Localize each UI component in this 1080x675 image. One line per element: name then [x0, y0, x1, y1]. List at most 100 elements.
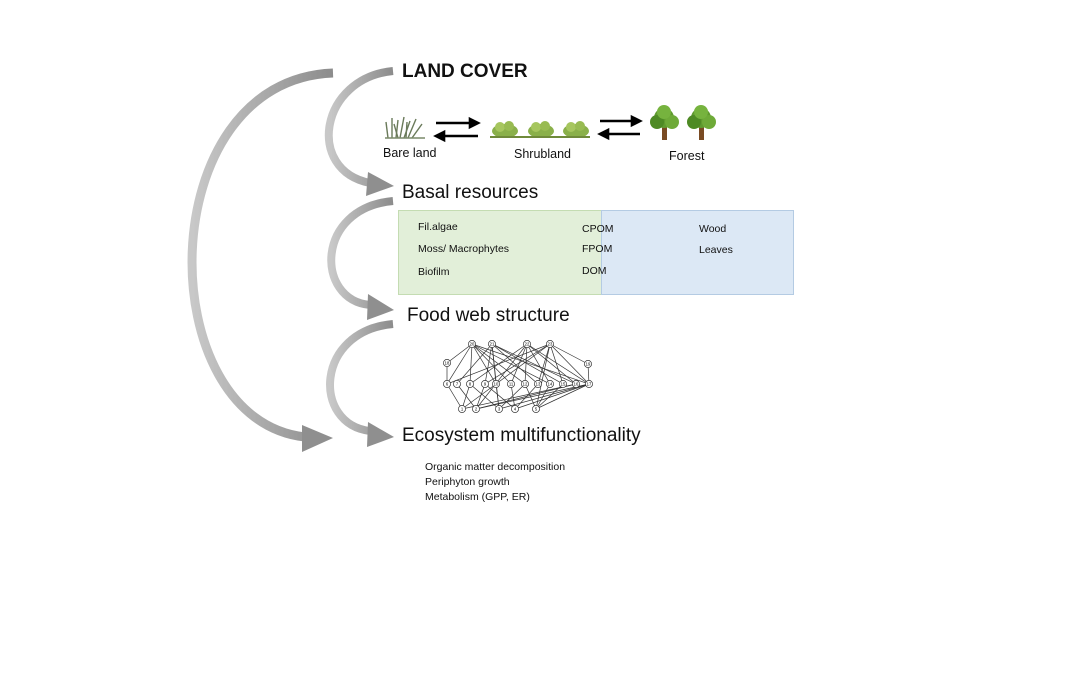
food-web-link — [495, 383, 500, 410]
resource-wood: Wood — [699, 223, 727, 235]
food-web-link — [549, 343, 564, 385]
food-web-node — [546, 340, 554, 348]
food-web-node-label: 14 — [548, 382, 553, 387]
food-web-node-label: 7 — [456, 382, 459, 387]
food-web-link — [549, 343, 589, 365]
function-periphyton: Periphyton growth — [425, 476, 510, 488]
food-web-node — [584, 360, 592, 368]
arrow-foodweb-ecosystem-head — [367, 422, 394, 447]
food-web-node-label: 6 — [446, 382, 449, 387]
ecosystem-title: Ecosystem multifunctionality — [402, 425, 641, 446]
function-list: Organic matter decomposition Periphyton … — [425, 460, 565, 505]
food-web-link — [510, 343, 528, 385]
arrow-landcover-basal — [324, 67, 394, 187]
food-web-link — [549, 343, 590, 385]
food-web-node — [572, 380, 580, 388]
food-web-node-label: 13 — [536, 382, 541, 387]
food-web-node — [492, 380, 500, 388]
food-web-link — [446, 343, 473, 364]
food-web-node-label: 21 — [490, 342, 495, 347]
food-web-node-label: 1 — [461, 407, 464, 412]
autochthonous-resources-box — [398, 210, 602, 295]
outer-arrow-head — [302, 425, 333, 452]
food-web-link — [471, 343, 497, 385]
food-web-link — [526, 343, 551, 385]
food-web-node — [534, 380, 542, 388]
food-web-node-label: 17 — [587, 382, 592, 387]
food-web-link — [456, 383, 477, 410]
food-web-node-label: 5 — [535, 407, 538, 412]
food-web-node-label: 8 — [469, 382, 472, 387]
food-web-node — [523, 340, 531, 348]
exchange-arrow-1 — [433, 116, 481, 143]
arrow-basal-foodweb-head — [367, 294, 394, 320]
food-web-node — [511, 405, 519, 413]
resource-moss-macrophytes: Moss/ Macrophytes — [418, 243, 510, 255]
food-web-link — [469, 343, 473, 385]
food-web-node — [468, 340, 476, 348]
food-web-node-label: 16 — [574, 382, 579, 387]
arrow-foodweb-ecosystem — [326, 320, 394, 435]
shrub-icon — [490, 121, 590, 138]
food-web-node-label: 18 — [445, 361, 450, 366]
food-web-link — [469, 383, 500, 410]
function-decomposition: Organic matter decomposition — [425, 461, 566, 473]
food-web-link — [526, 343, 590, 385]
resource-leaves: Leaves — [699, 244, 733, 256]
bare-land-label: Bare land — [383, 146, 437, 160]
food-web-link — [475, 383, 590, 410]
food-web-link — [495, 343, 551, 385]
food-web-node-label: 23 — [548, 342, 553, 347]
food-web-link — [514, 383, 590, 410]
exchange-arrow-2 — [597, 114, 643, 141]
grass-icon — [385, 116, 425, 139]
food-web-link — [471, 343, 590, 385]
function-metabolism: Metabolism (GPP, ER) — [425, 491, 530, 503]
food-web-link — [446, 343, 473, 385]
food-web-node — [532, 405, 540, 413]
food-web-link — [456, 343, 493, 385]
tree-icon — [650, 105, 716, 140]
food-web-node — [495, 405, 503, 413]
food-web-node-label: 12 — [523, 382, 528, 387]
food-web-node — [472, 405, 480, 413]
food-web-link — [524, 343, 528, 385]
food-web-link — [475, 383, 486, 410]
food-web-node — [443, 380, 451, 388]
food-web-node — [546, 380, 554, 388]
food-web-link — [461, 383, 577, 410]
food-web-link — [475, 383, 577, 410]
resource-dom: DOM — [582, 265, 607, 277]
allochthonous-resources-box — [601, 210, 794, 295]
arrow-basal-foodweb — [327, 197, 394, 309]
food-web-node-label: 2 — [475, 407, 478, 412]
food-web-node — [453, 380, 461, 388]
food-web-node — [488, 340, 496, 348]
outer-arrow — [187, 68, 334, 442]
food-web-node-label: 9 — [484, 382, 487, 387]
food-web-link — [475, 343, 528, 410]
shrubland-label: Shrubland — [514, 147, 571, 161]
food-web-link — [484, 343, 551, 385]
food-web-node-label: 11 — [509, 382, 514, 387]
food-web-link — [491, 343, 564, 385]
food-web-link — [461, 383, 471, 410]
food-web-node-label: 10 — [494, 382, 499, 387]
food-web-node — [585, 380, 593, 388]
food-web-link — [537, 343, 551, 385]
land-cover-title: LAND COVER — [402, 61, 528, 82]
resource-cpom: CPOM — [582, 223, 614, 235]
food-web-link — [498, 383, 590, 410]
food-web-link — [524, 383, 537, 410]
food-web-link — [461, 383, 497, 410]
food-web-link — [484, 343, 493, 385]
food-web-title: Food web structure — [407, 305, 570, 326]
food-web-node — [507, 380, 515, 388]
food-web-link — [446, 343, 551, 385]
forest-label: Forest — [669, 149, 705, 163]
food-web-node-label: 3 — [498, 407, 501, 412]
basal-resources-title: Basal resources — [402, 182, 539, 203]
food-web-node-label: 4 — [514, 407, 517, 412]
